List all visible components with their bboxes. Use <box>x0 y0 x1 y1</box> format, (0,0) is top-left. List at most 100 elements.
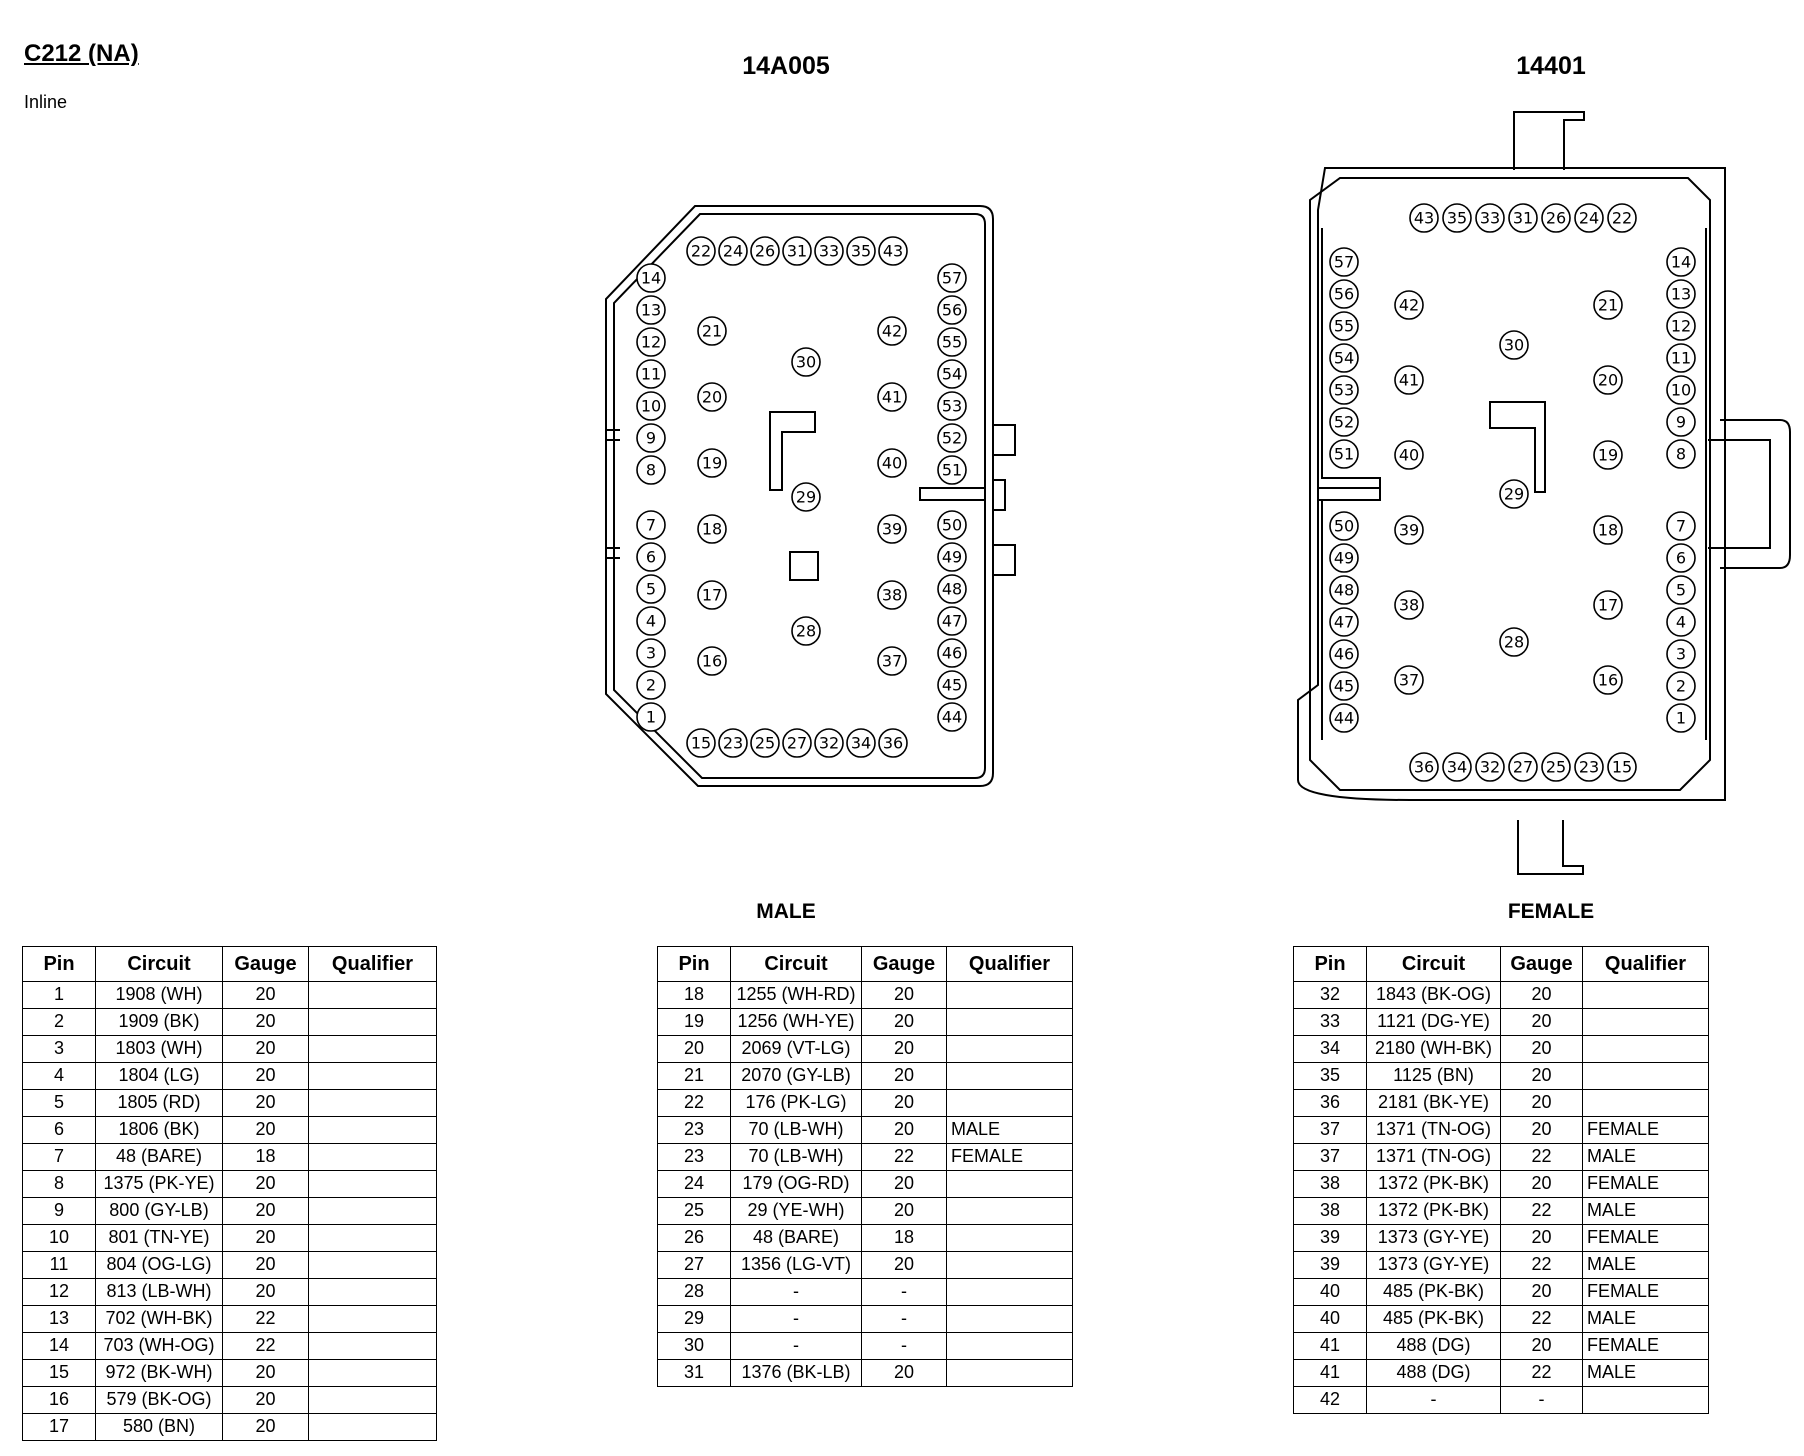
pin-cell: 9 <box>22 1197 96 1225</box>
pin-label: 6 <box>1676 549 1686 568</box>
pin-cell: 1 <box>22 981 96 1009</box>
pin-14: 14 <box>636 263 666 293</box>
qualifier-cell <box>946 1332 1073 1360</box>
gauge-cell: 20 <box>1500 1116 1583 1144</box>
pin-7: 7 <box>636 510 666 540</box>
pin-label: 39 <box>882 520 902 539</box>
pin-6: 6 <box>636 542 666 572</box>
gauge-cell: 20 <box>222 1170 309 1198</box>
pin-label: 44 <box>942 708 962 727</box>
circuit-cell: - <box>1366 1386 1501 1414</box>
pin-4: 4 <box>1666 607 1696 637</box>
circuit-cell: 1376 (BK-LB) <box>730 1359 862 1387</box>
pin-cell: 28 <box>657 1278 731 1306</box>
pin-label: 44 <box>1334 709 1354 728</box>
pin-17: 17 <box>697 580 727 610</box>
pin-56: 56 <box>937 295 967 325</box>
circuit-cell: 1372 (PK-BK) <box>1366 1197 1501 1225</box>
female-part-number: 14401 <box>1516 52 1586 80</box>
pin-label: 1 <box>646 708 656 727</box>
pin-38: 38 <box>877 580 907 610</box>
pin-cell: 26 <box>657 1224 731 1252</box>
pin-label: 52 <box>942 429 962 448</box>
pin-11: 11 <box>636 359 666 389</box>
qualifier-cell <box>308 1008 437 1036</box>
pin-44: 44 <box>1329 703 1359 733</box>
qualifier-cell <box>1582 1062 1709 1090</box>
circuit-cell: 1256 (WH-YE) <box>730 1008 862 1036</box>
pin-51: 51 <box>1329 439 1359 469</box>
pin-cell: 3 <box>22 1035 96 1063</box>
pin-5: 5 <box>1666 575 1696 605</box>
circuit-cell: 1375 (PK-YE) <box>95 1170 223 1198</box>
pin-label: 2 <box>646 676 656 695</box>
pin-23: 23 <box>1574 752 1604 782</box>
pin-label: 28 <box>1504 633 1524 652</box>
qualifier-cell <box>308 1116 437 1144</box>
pin-label: 19 <box>1598 446 1618 465</box>
circuit-cell: 1121 (DG-YE) <box>1366 1008 1501 1036</box>
circuit-cell: - <box>730 1278 862 1306</box>
pin-label: 47 <box>942 612 962 631</box>
gauge-cell: 20 <box>222 1008 309 1036</box>
qualifier-cell <box>308 981 437 1009</box>
pin-label: 47 <box>1334 613 1354 632</box>
col-pin: Pin <box>1293 946 1367 982</box>
pin-label: 16 <box>1598 671 1618 690</box>
pin-label: 9 <box>1676 413 1686 432</box>
col-pin: Pin <box>657 946 731 982</box>
pin-label: 38 <box>1399 596 1419 615</box>
pin-label: 19 <box>702 454 722 473</box>
pin-53: 53 <box>937 391 967 421</box>
pin-39: 39 <box>1394 515 1424 545</box>
pin-33: 33 <box>814 236 844 266</box>
pin-cell: 39 <box>1293 1224 1367 1252</box>
pin-cell: 27 <box>657 1251 731 1279</box>
circuit-cell: 703 (WH-OG) <box>95 1332 223 1360</box>
pin-17: 17 <box>1593 590 1623 620</box>
circuit-cell: 70 (LB-WH) <box>730 1116 862 1144</box>
pin-49: 49 <box>1329 543 1359 573</box>
gauge-cell: 18 <box>861 1224 947 1252</box>
circuit-cell: 1372 (PK-BK) <box>1366 1170 1501 1198</box>
pin-label: 30 <box>796 353 816 372</box>
gauge-cell: 20 <box>222 1251 309 1279</box>
gauge-cell: 22 <box>1500 1197 1583 1225</box>
pin-label: 34 <box>851 734 871 753</box>
pin-label: 3 <box>646 644 656 663</box>
pin-label: 29 <box>1504 485 1524 504</box>
pin-cell: 13 <box>22 1305 96 1333</box>
qualifier-cell: MALE <box>1582 1251 1709 1279</box>
gauge-cell: 22 <box>1500 1251 1583 1279</box>
gauge-cell: 20 <box>222 1224 309 1252</box>
pin-cell: 16 <box>22 1386 96 1414</box>
pin-cell: 38 <box>1293 1197 1367 1225</box>
pin-label: 54 <box>1334 349 1354 368</box>
circuit-cell: 1371 (TN-OG) <box>1366 1143 1501 1171</box>
qualifier-cell: FEMALE <box>1582 1278 1709 1306</box>
pin-33: 33 <box>1475 203 1505 233</box>
male-connector-label: MALE <box>756 900 816 923</box>
qualifier-cell: FEMALE <box>1582 1170 1709 1198</box>
circuit-cell: 48 (BARE) <box>730 1224 862 1252</box>
pin-cell: 38 <box>1293 1170 1367 1198</box>
pin-label: 23 <box>723 734 743 753</box>
circuit-cell: 1909 (BK) <box>95 1008 223 1036</box>
pin-cell: 20 <box>657 1035 731 1063</box>
qualifier-cell <box>308 1386 437 1414</box>
pin-label: 31 <box>787 242 807 261</box>
pin-1: 1 <box>636 702 666 732</box>
pin-9: 9 <box>1666 407 1696 437</box>
circuit-cell: 485 (PK-BK) <box>1366 1305 1501 1333</box>
female-connector-label: FEMALE <box>1507 900 1595 923</box>
pin-label: 15 <box>1612 758 1632 777</box>
